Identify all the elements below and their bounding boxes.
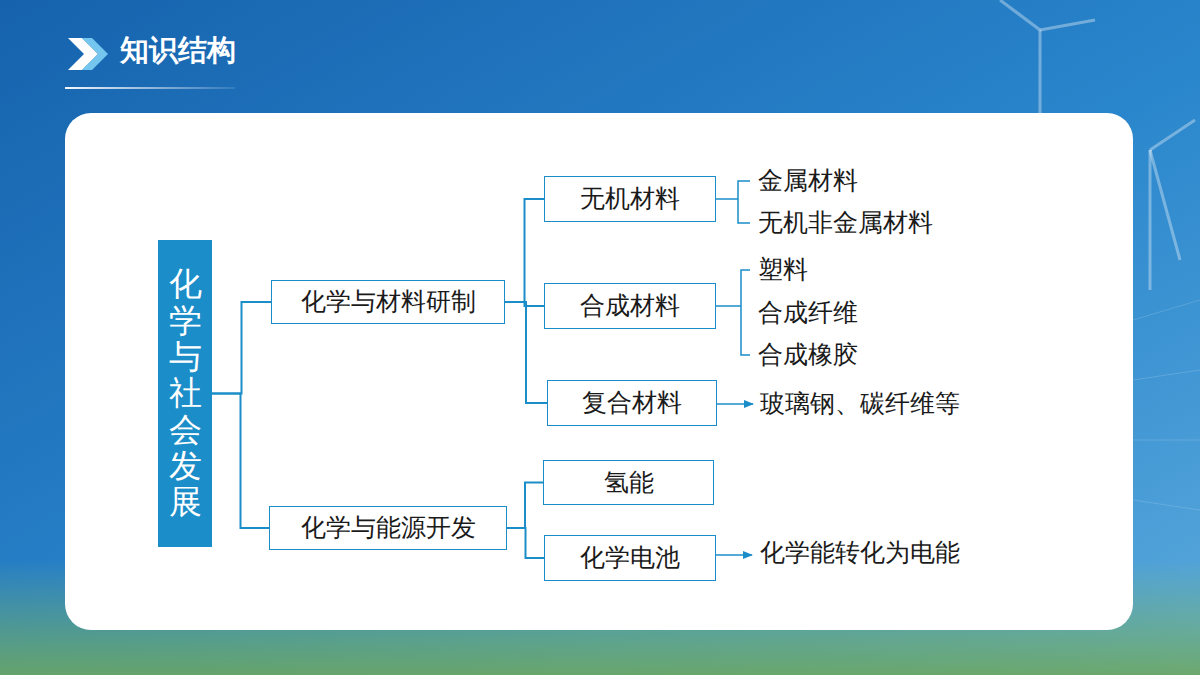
tree-connector	[505, 302, 544, 306]
node-text: 合成材料	[580, 291, 680, 321]
header-icon	[68, 38, 108, 70]
tree-connector	[507, 528, 544, 558]
header-underline	[65, 87, 235, 89]
node-text: 化学电池	[580, 543, 680, 573]
item-label: 金属材料	[758, 166, 858, 196]
solar-panels	[1133, 300, 1200, 510]
topic-box: 化学与材料研制	[271, 280, 505, 324]
topic-box: 合成材料	[544, 283, 716, 329]
arrows	[716, 404, 753, 555]
item-label: 玻璃钢、碳纤维等	[760, 389, 960, 419]
item-label: 无机非金属材料	[758, 208, 933, 238]
node-text: 化学与社会发展	[169, 266, 202, 520]
item-label: 合成纤维	[758, 298, 858, 328]
page-title: 知识结构	[120, 33, 236, 68]
tree-connector	[507, 483, 543, 529]
item-label: 塑料	[758, 255, 808, 285]
node-text: 化学与材料研制	[301, 287, 476, 317]
tree-connector	[212, 302, 271, 394]
node-text: 复合材料	[582, 388, 682, 418]
node-text: 氢能	[604, 468, 654, 498]
root-box: 化学与社会发展	[158, 240, 212, 547]
topic-box: 化学电池	[544, 535, 716, 581]
white-panel	[65, 113, 1133, 630]
brackets	[716, 181, 750, 355]
topic-box: 无机材料	[544, 176, 716, 222]
tree-connector	[505, 302, 547, 403]
topic-box: 复合材料	[547, 380, 717, 426]
tree-connector	[505, 199, 544, 302]
item-label: 化学能转化为电能	[760, 538, 960, 568]
topic-box: 化学与能源开发	[269, 506, 507, 550]
node-text: 无机材料	[580, 184, 680, 214]
item-label: 合成橡胶	[758, 340, 858, 370]
topic-box: 氢能	[543, 460, 714, 505]
node-text: 化学与能源开发	[301, 513, 476, 543]
tree-connector	[212, 394, 269, 529]
